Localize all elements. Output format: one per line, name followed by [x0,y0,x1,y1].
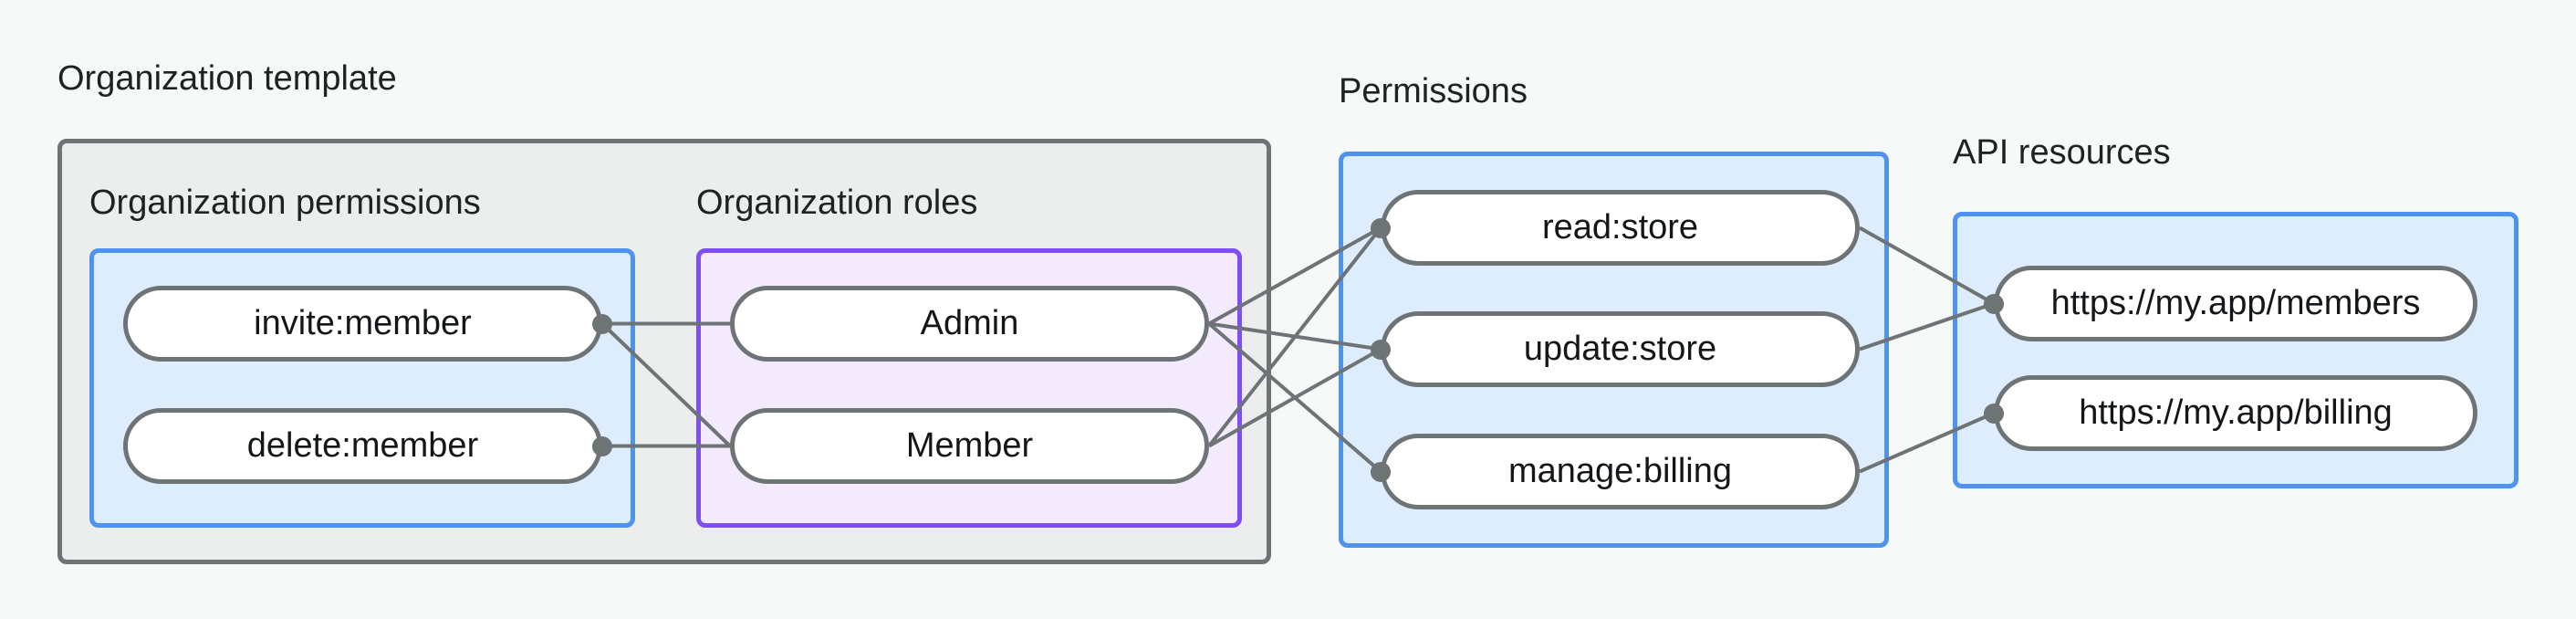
node-res-billing[interactable]: https://my.app/billing [1994,375,2477,451]
label-organization-roles: Organization roles [696,184,978,222]
node-update-store[interactable]: update:store [1381,311,1860,387]
label-api-resources: API resources [1953,133,2171,172]
node-invite-member[interactable]: invite:member [123,286,602,362]
node-role-admin[interactable]: Admin [730,286,1209,362]
node-delete-member[interactable]: delete:member [123,408,602,484]
node-read-store[interactable]: read:store [1381,190,1860,266]
node-role-member[interactable]: Member [730,408,1209,484]
node-manage-billing[interactable]: manage:billing [1381,434,1860,509]
node-res-members[interactable]: https://my.app/members [1994,266,2477,341]
label-organization-permissions: Organization permissions [89,184,481,222]
label-organization-template: Organization template [57,59,397,98]
label-permissions: Permissions [1339,72,1528,110]
